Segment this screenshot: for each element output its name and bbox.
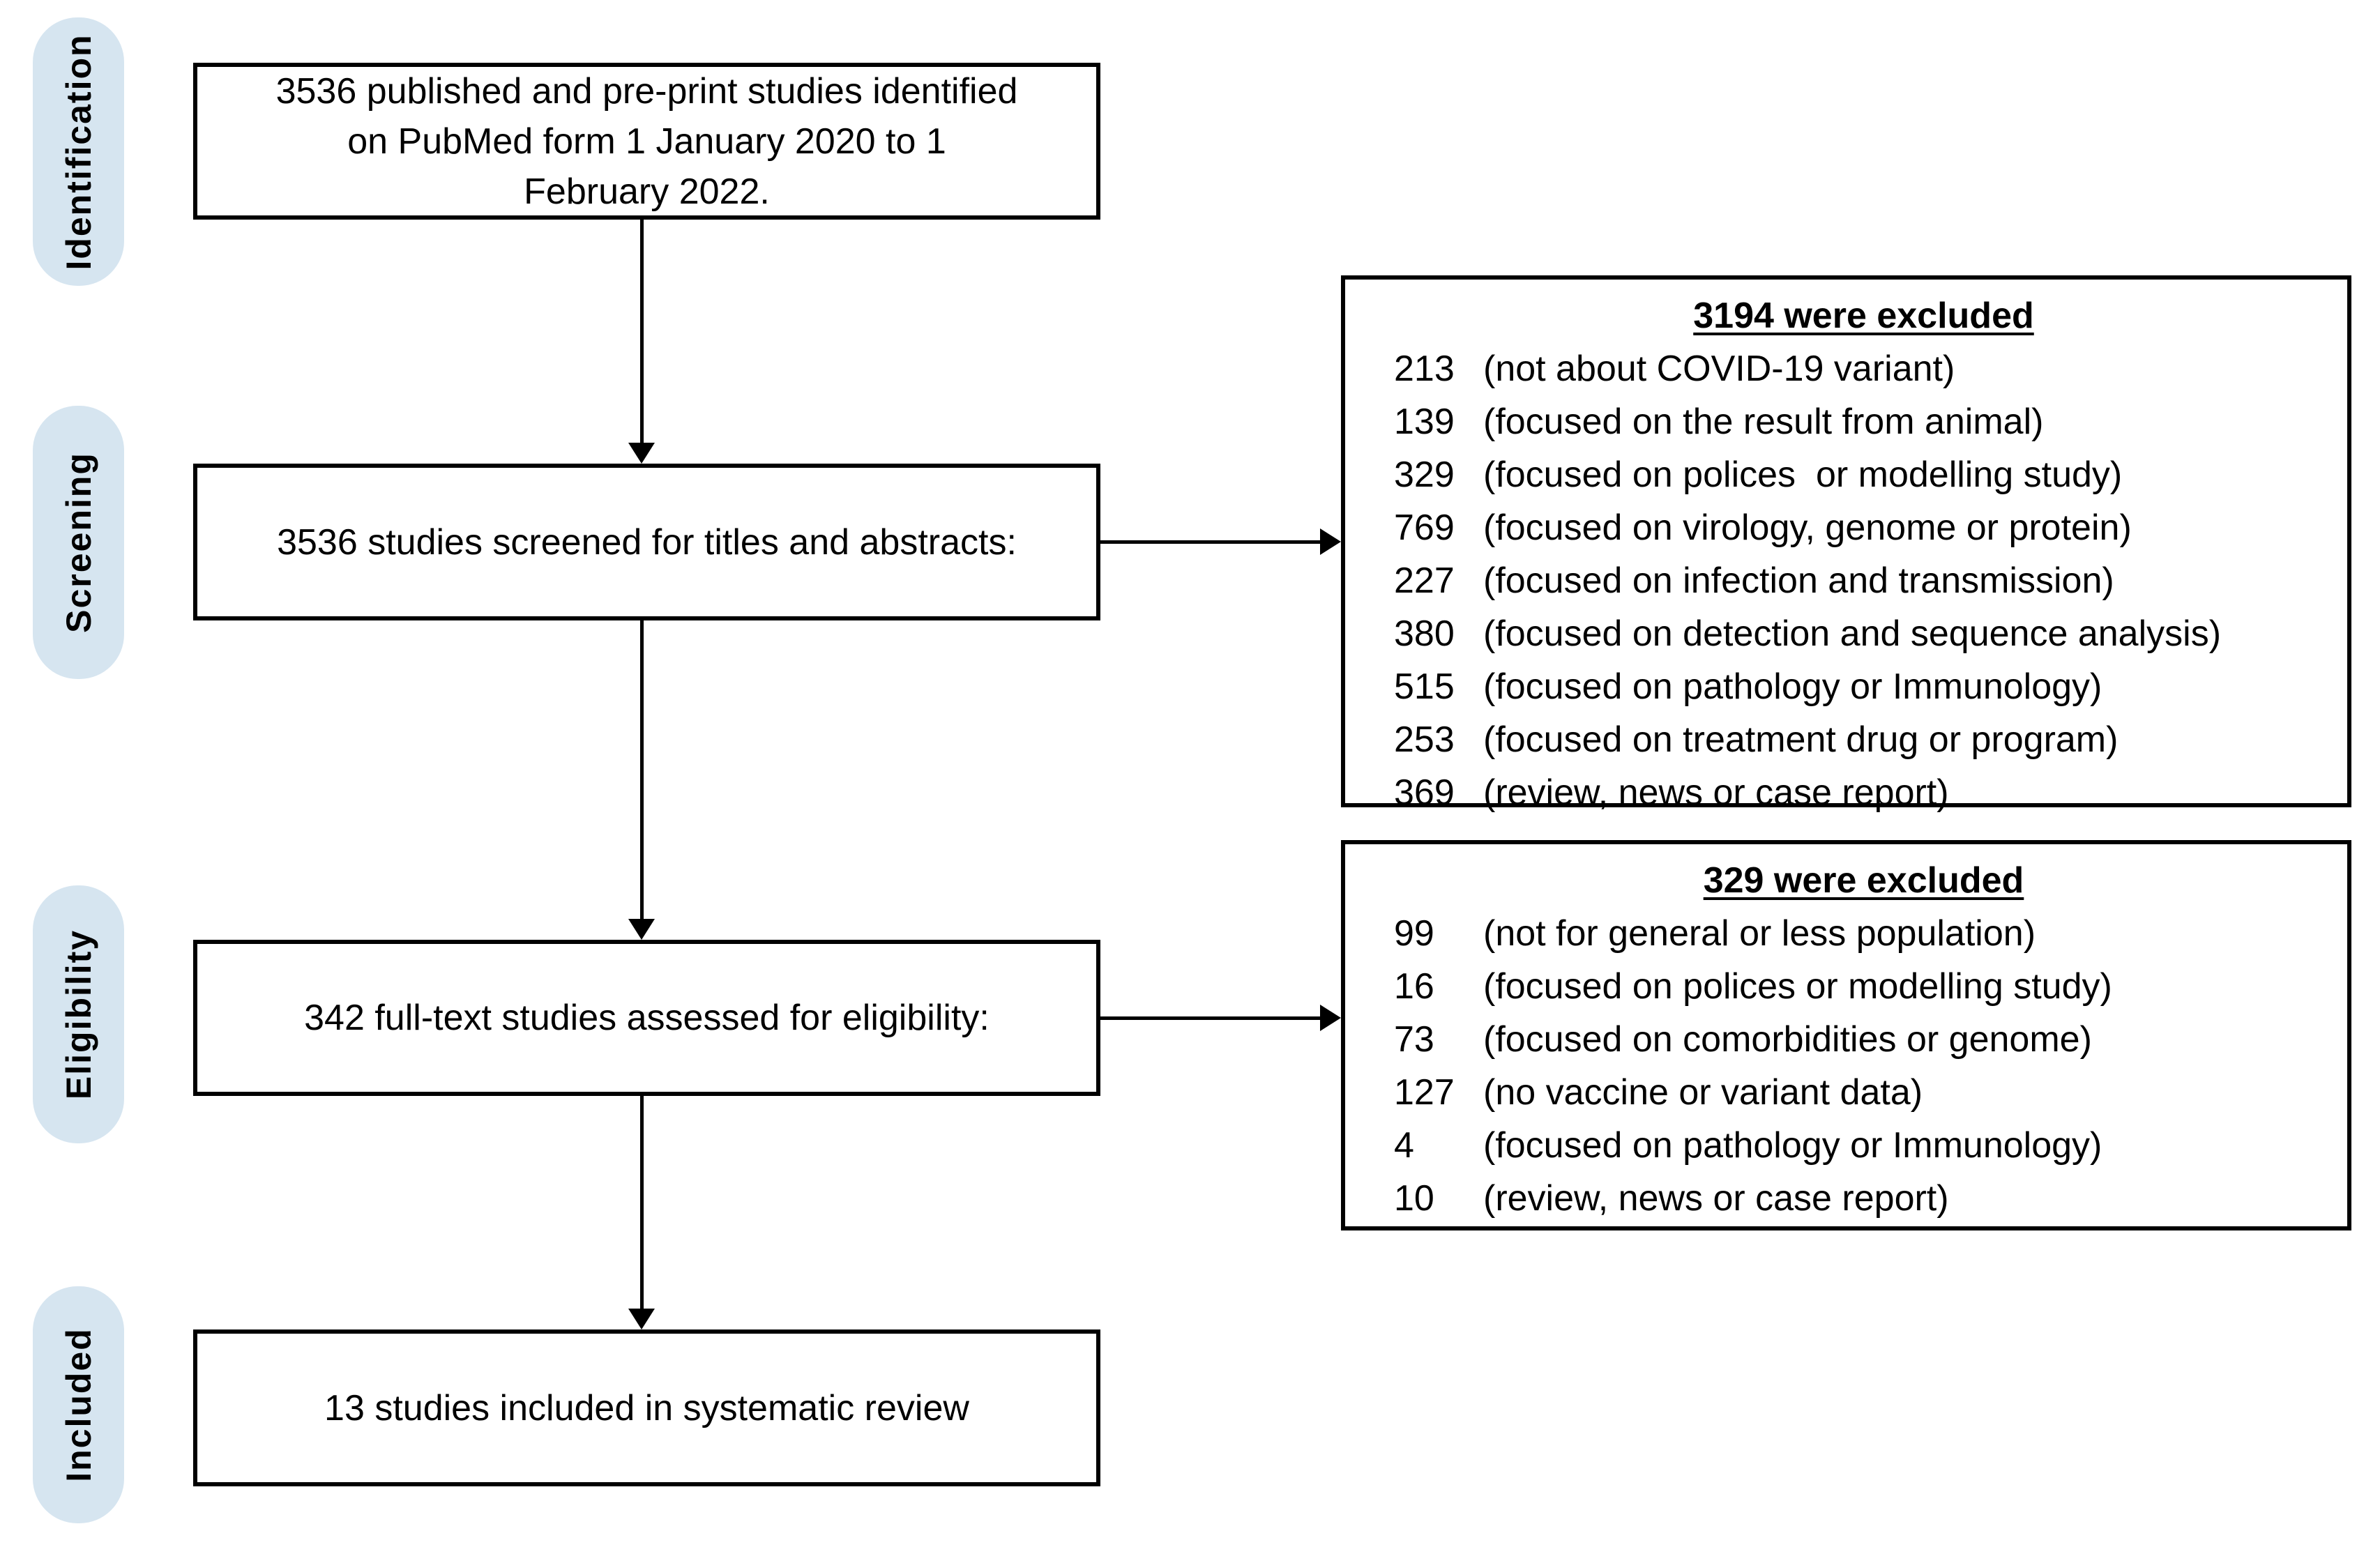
exclusion-item: 369 (review, news or case report) [1394,766,2333,819]
stage-pill-eligibility: Eligibility [33,885,124,1143]
stage-label-included: Included [59,1327,98,1482]
exclusion-count: 127 [1394,1072,1455,1113]
box-studies-included-text: 13 studies included in systematic review [324,1387,969,1428]
arrow-screened-to-assessed-line [640,620,644,920]
exclusion-count: 380 [1394,614,1455,654]
exclusion-count: 253 [1394,719,1455,760]
box-studies-assessed: 342 full-text studies assessed for eligi… [193,940,1100,1096]
box-studies-identified-line1: 3536 published and pre-print studies ide… [275,70,1018,112]
exclusion-count: 10 [1394,1178,1434,1219]
exclusion-screening-title: 3194 were excluded [1693,296,2034,336]
exclusion-count: 213 [1394,349,1455,389]
box-studies-identified: 3536 published and pre-print studies ide… [193,63,1100,220]
box-studies-assessed-text: 342 full-text studies assessed for eligi… [304,998,990,1038]
exclusion-item: 329 (focused on polices or modelling stu… [1394,448,2333,501]
exclusion-eligibility-title: 329 were excluded [1703,860,2024,901]
box-studies-identified-line3: February 2022. [524,171,770,212]
exclusion-reason: (focused on pathology or Immunology) [1483,1125,2102,1166]
stage-label-screening: Screening [59,452,98,633]
exclusion-count: 369 [1394,772,1455,813]
box-studies-identified-line2: on PubMed form 1 January 2020 to 1 [347,121,946,162]
exclusion-reason: (not about COVID-19 variant) [1483,349,1955,389]
exclusion-box-eligibility: 329 were excluded 99 (not for general or… [1341,840,2351,1230]
arrow-assessed-to-included-head [628,1309,655,1329]
exclusion-reason: (focused on treatment drug or program) [1483,719,2118,760]
arrow-screened-to-exclusions-head [1320,528,1341,555]
arrow-assessed-to-exclusions-line [1100,1016,1321,1020]
exclusion-box-screening: 3194 were excluded 213 (not about COVID-… [1341,275,2351,813]
exclusion-item: 227 (focused on infection and transmissi… [1394,554,2333,607]
exclusion-reason: (focused on the result from animal) [1483,402,2044,442]
exclusion-item: 380 (focused on detection and sequence a… [1394,607,2333,660]
exclusion-reason: (focused on polices or modelling study) [1483,455,2123,495]
arrow-assessed-to-exclusions-head [1320,1005,1341,1031]
exclusion-item: 127 (no vaccine or variant data) [1394,1066,2333,1119]
stage-label-eligibility: Eligibility [59,929,98,1100]
exclusion-reason: (not for general or less population) [1483,913,2036,954]
exclusion-count: 16 [1394,966,1434,1007]
exclusion-count: 515 [1394,666,1455,707]
exclusion-reason: (focused on infection and transmission) [1483,561,2114,601]
exclusion-item: 253 (focused on treatment drug or progra… [1394,713,2333,766]
exclusion-reason: (focused on detection and sequence analy… [1483,614,2222,654]
exclusion-count: 227 [1394,561,1455,601]
exclusion-item: 16 (focused on polices or modelling stud… [1394,960,2333,1013]
exclusion-count: 73 [1394,1019,1434,1060]
stage-pill-included: Included [33,1286,124,1523]
exclusion-item: 4 (focused on pathology or Immunology) [1394,1119,2333,1172]
exclusion-reason: (no vaccine or variant data) [1483,1072,1923,1113]
exclusion-reason: (focused on virology, genome or protein) [1483,508,2132,548]
exclusion-reason: (review, news or case report) [1483,1178,1949,1219]
exclusion-item: 515 (focused on pathology or Immunology) [1394,660,2333,713]
arrow-screened-to-assessed-head [628,919,655,940]
exclusion-reason: (focused on comorbidities or genome) [1483,1019,2092,1060]
exclusion-count: 4 [1394,1125,1414,1166]
box-studies-included: 13 studies included in systematic review [193,1329,1100,1486]
arrow-identified-to-screened-line [640,220,644,444]
exclusion-reason: (focused on pathology or Immunology) [1483,666,2102,707]
exclusion-count: 139 [1394,402,1455,442]
exclusion-count: 769 [1394,508,1455,548]
exclusion-item: 213 (not about COVID-19 variant) [1394,342,2333,395]
box-studies-screened: 3536 studies screened for titles and abs… [193,464,1100,620]
exclusion-reason: (review, news or case report) [1483,772,1949,813]
exclusion-item: 139 (focused on the result from animal) [1394,395,2333,448]
exclusion-reason: (focused on polices or modelling study) [1483,966,2112,1007]
box-studies-screened-text: 3536 studies screened for titles and abs… [277,521,1017,563]
arrow-assessed-to-included-line [640,1096,644,1310]
arrow-identified-to-screened-head [628,443,655,464]
exclusion-item: 10 (review, news or case report) [1394,1172,2333,1225]
stage-pill-screening: Screening [33,406,124,679]
stage-pill-identification: Identification [33,17,124,286]
exclusion-item: 769 (focused on virology, genome or prot… [1394,501,2333,554]
exclusion-count: 329 [1394,455,1455,495]
arrow-screened-to-exclusions-line [1100,540,1321,544]
stage-label-identification: Identification [59,33,98,270]
exclusion-item: 99 (not for general or less population) [1394,907,2333,960]
exclusion-count: 99 [1394,913,1434,954]
exclusion-item: 73 (focused on comorbidities or genome) [1394,1013,2333,1066]
